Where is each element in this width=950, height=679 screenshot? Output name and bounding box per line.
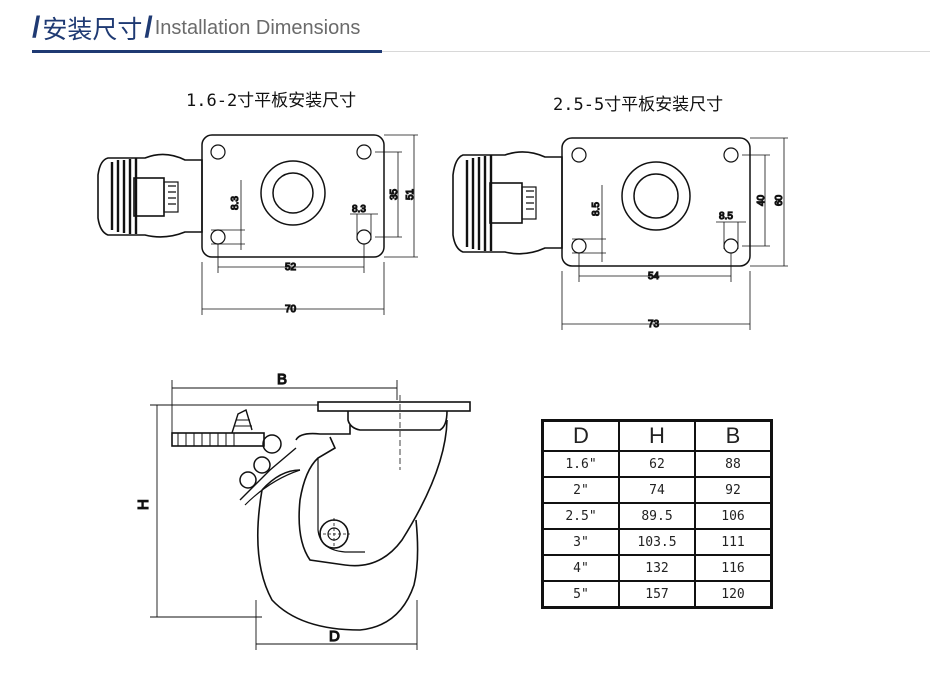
header-slash-right: / [144,11,153,44]
header-title-cn: 安装尺寸 [42,15,143,44]
drawing1-dim-hole-dia-v: 8.3 [230,196,241,210]
spec-cell-d: 5" [541,580,620,609]
spec-cell-h: 74 [618,476,696,504]
section-header: / 安装尺寸 / Installation Dimensions [32,8,360,48]
spec-cell-d: 2" [541,476,620,504]
table-row: 4" 132 116 [541,554,773,582]
table-row: 3" 103.5 111 [541,528,773,556]
table-row: 5" 157 120 [541,580,773,609]
spec-cell-d: 4" [541,554,620,582]
table-row: 2" 74 92 [541,476,773,504]
drawing1-dim-hole-width: 52 [285,262,297,273]
spec-cell-d: 2.5" [541,502,620,530]
drawing1-dim-plate-height: 51 [405,188,416,200]
spec-cell-h: 62 [618,450,696,478]
drawing1-dim-hole-height: 35 [389,188,400,200]
drawing2-title: 2.5-5寸平板安装尺寸 [553,95,724,115]
drawing2-dim-hole-dia-h: 8.5 [719,211,733,222]
side-view-label-d: D [329,628,340,645]
header-divider [382,51,930,52]
spec-header-h: H [618,419,696,452]
spec-table: D H B 1.6" 62 88 2" 74 92 2.5" 89.5 106 … [541,419,773,609]
spec-header-b: B [694,419,773,452]
drawing1-dim-plate-width: 70 [285,304,297,315]
drawing2-plate-view [452,137,788,330]
spec-cell-b: 120 [694,580,773,609]
header-underline [32,50,382,53]
table-row: 1.6" 62 88 [541,450,773,478]
spec-cell-b: 116 [694,554,773,582]
side-view-label-h: H [135,499,152,510]
drawing2-dim-hole-width: 54 [648,271,660,282]
drawing1-dim-hole-dia-h: 8.3 [352,204,366,215]
spec-cell-d: 1.6" [541,450,620,478]
spec-cell-h: 132 [618,554,696,582]
spec-cell-h: 157 [618,580,696,609]
drawing1-plate-view [97,134,418,315]
drawing2-dim-hole-height: 40 [756,194,767,206]
drawing2-dim-plate-height: 60 [774,194,785,206]
header-slash-left: / [32,11,41,44]
side-view-label-b: B [277,371,287,388]
drawing1-title: 1.6-2寸平板安装尺寸 [186,91,357,111]
table-row: 2.5" 89.5 106 [541,502,773,530]
spec-cell-h: 103.5 [618,528,696,556]
header-title-en: Installation Dimensions [154,16,361,39]
spec-cell-h: 89.5 [618,502,696,530]
spec-cell-b: 88 [694,450,773,478]
spec-header-d: D [541,419,620,452]
spec-cell-b: 106 [694,502,773,530]
spec-cell-d: 3" [541,528,620,556]
drawing2-dim-hole-dia-v: 8.5 [591,202,602,216]
spec-cell-b: 92 [694,476,773,504]
castor-side-view [150,380,471,650]
spec-cell-b: 111 [694,528,773,556]
drawing2-dim-plate-width: 73 [648,319,660,330]
spec-table-header-row: D H B [541,419,773,452]
